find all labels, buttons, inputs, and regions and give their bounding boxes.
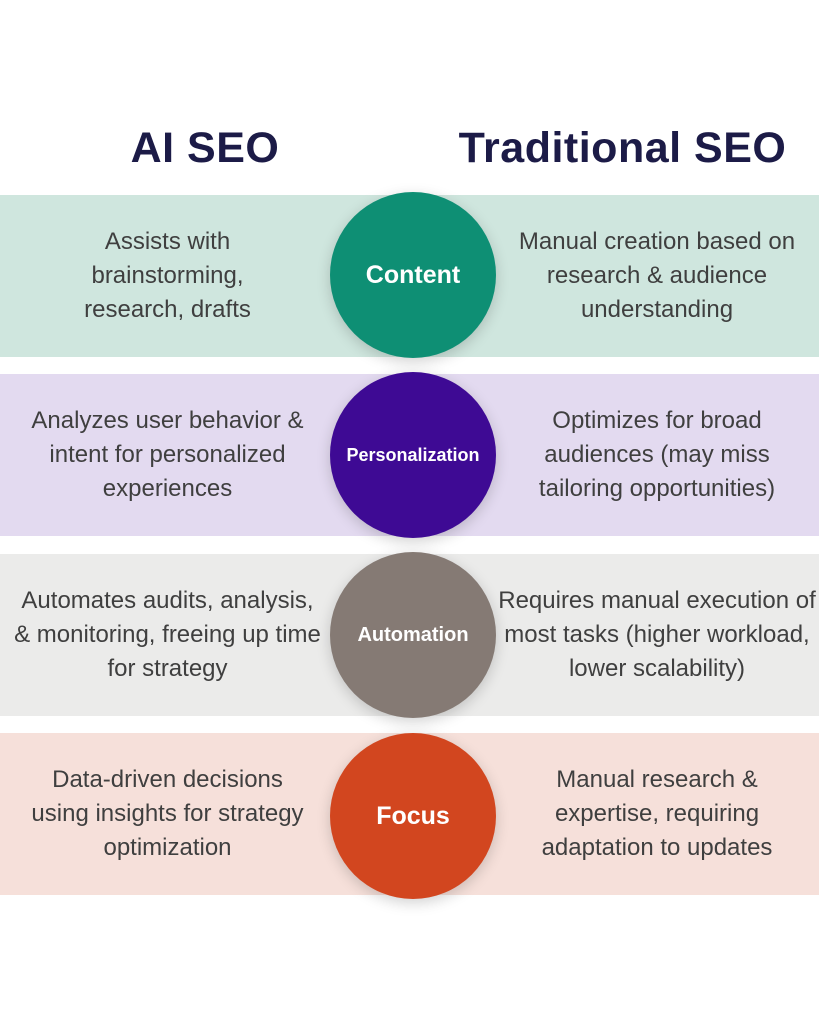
- automation-circle: Automation: [330, 552, 496, 718]
- focus-circle: Focus: [330, 733, 496, 899]
- traditional-content-text: Manual creation based on research & audi…: [518, 228, 796, 323]
- personalization-circle: Personalization: [330, 372, 496, 538]
- ai-seo-heading: AI SEO: [130, 124, 280, 172]
- traditional-seo-heading: Traditional SEO: [458, 124, 787, 172]
- traditional-automation-text: Requires manual execution of most tasks …: [498, 587, 816, 682]
- ai-focus-text: Data-driven decisions using insights for…: [31, 766, 304, 861]
- ai-automation-text: Automates audits, analysis, & monitoring…: [14, 587, 321, 682]
- traditional-focus-text: Manual research & expertise, requiring a…: [541, 766, 773, 861]
- ai-personalization-text: Analyzes user behavior & intent for pers…: [31, 407, 304, 502]
- ai-content-text: Assists with brainstorming, research, dr…: [84, 228, 251, 323]
- traditional-personalization-text: Optimizes for broad audiences (may miss …: [538, 407, 776, 502]
- content-circle: Content: [330, 192, 496, 358]
